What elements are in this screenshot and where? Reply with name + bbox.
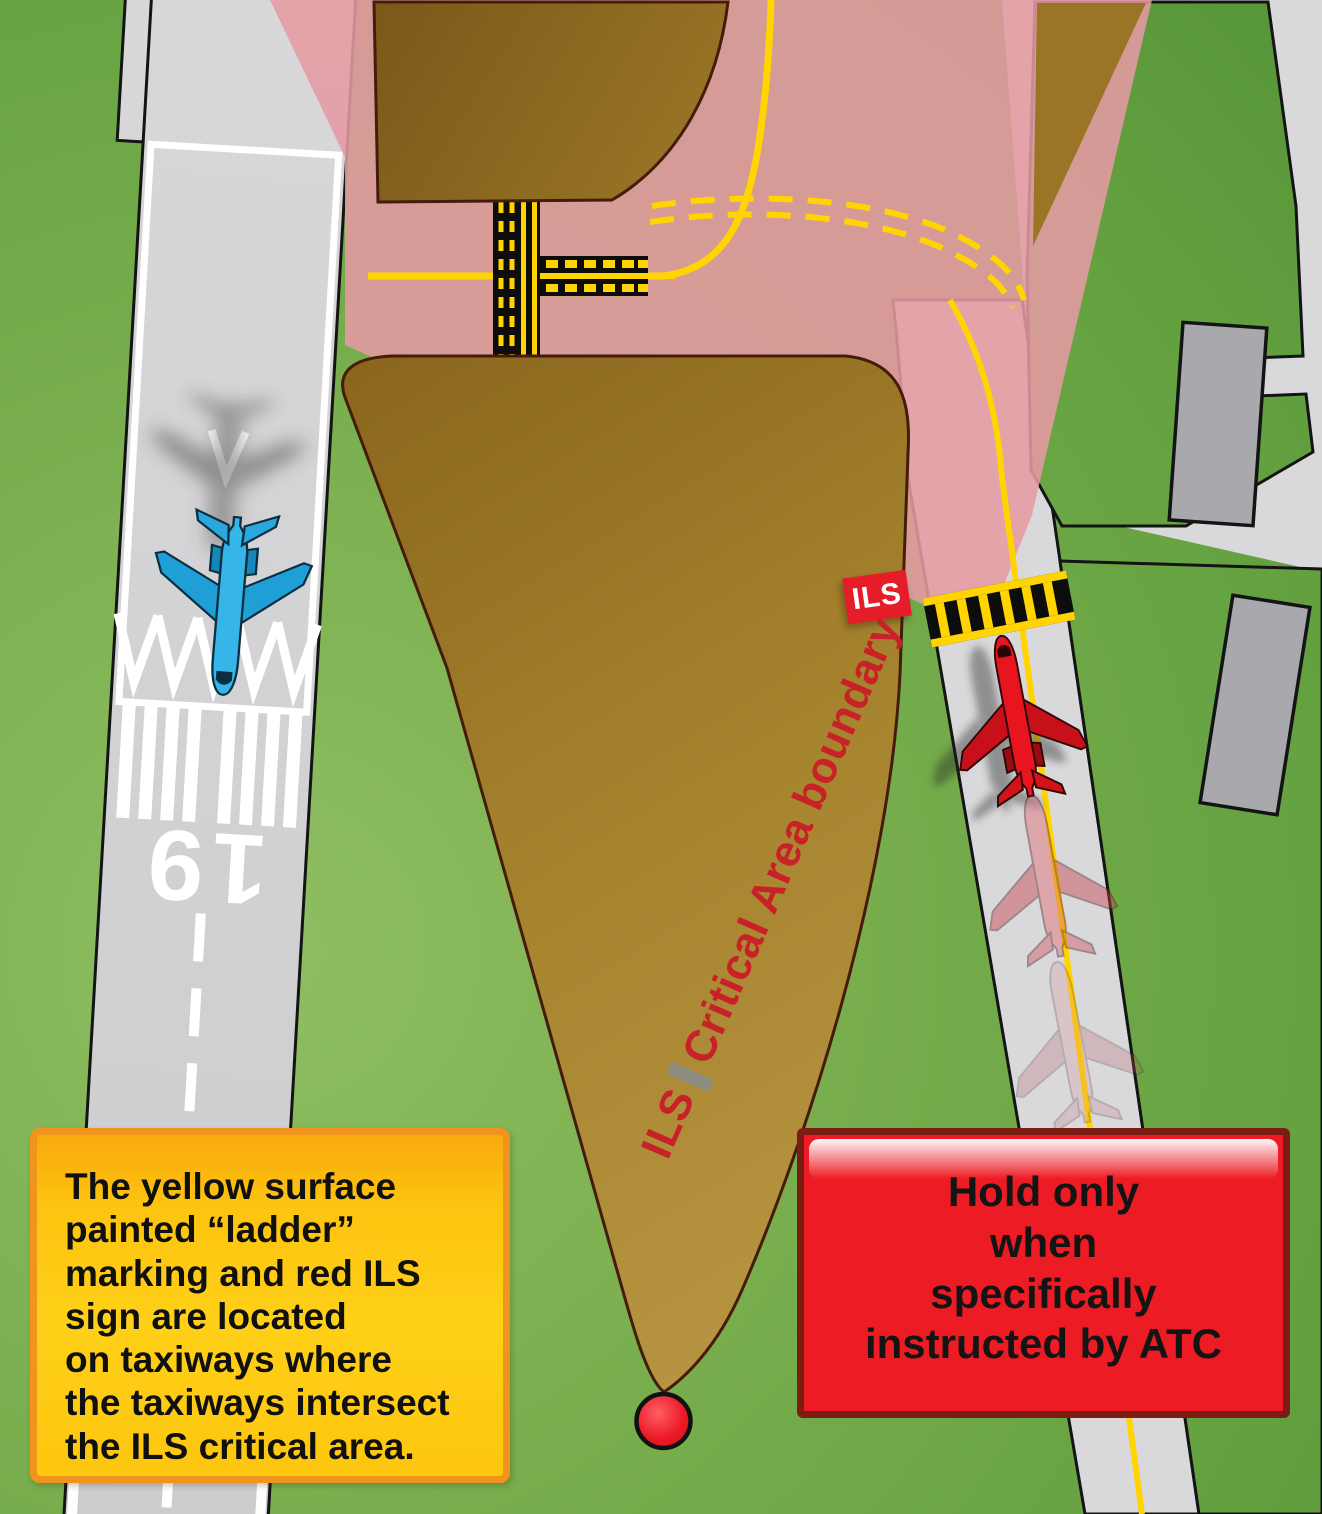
ghost-airplane-1 [989,794,1119,968]
taxiway-centerline-curve-north [663,0,775,280]
red-airplane [959,634,1089,808]
taxiway-centerline-south [947,298,1145,1514]
ils-beam-cone [341,354,910,1394]
runway-number: 19 [137,807,270,926]
runway-hold-position-marking [493,200,540,358]
note-line: sign are located [65,1295,347,1337]
hold-line: instructed by ATC [864,1320,1223,1368]
cockpit [997,644,1012,659]
beam-area-island-wedge [1033,3,1146,246]
note-line: The yellow surface [65,1166,397,1207]
ils-ladder-marking-taxiway [922,570,1076,648]
hold-instruction-box: Hold only when specifically instructed b… [797,1128,1290,1418]
hold-line: when [989,1218,1098,1266]
cockpit [215,670,233,685]
note-line: the ILS critical area. [65,1425,415,1467]
dashed-lead-line-1 [651,195,1027,301]
note-box: The yellow surface painted “ladder” mark… [30,1128,510,1483]
note-line: on taxiways where [65,1339,392,1381]
runway-threshold-bars [116,699,303,828]
localizer-antenna-dot [634,1391,693,1451]
building-north [1167,320,1269,528]
hold-line: Hold only [947,1168,1140,1215]
note-line: the taxiways intersect [65,1382,450,1424]
dashed-lead-line-2 [649,211,1015,309]
north-taxiway-markings [368,0,1145,1514]
runway-edge-markings [115,140,343,716]
beam-area-north [372,0,730,204]
blue-airplane [154,507,314,696]
note-line: painted “ladder” [65,1209,355,1251]
ghost-airplane-2 [1015,961,1145,1135]
ils-ladder-marking-north [540,256,676,296]
hold-line: specifically [930,1269,1157,1317]
building-south [1198,593,1312,817]
note-line: marking and red ILS [65,1252,421,1294]
